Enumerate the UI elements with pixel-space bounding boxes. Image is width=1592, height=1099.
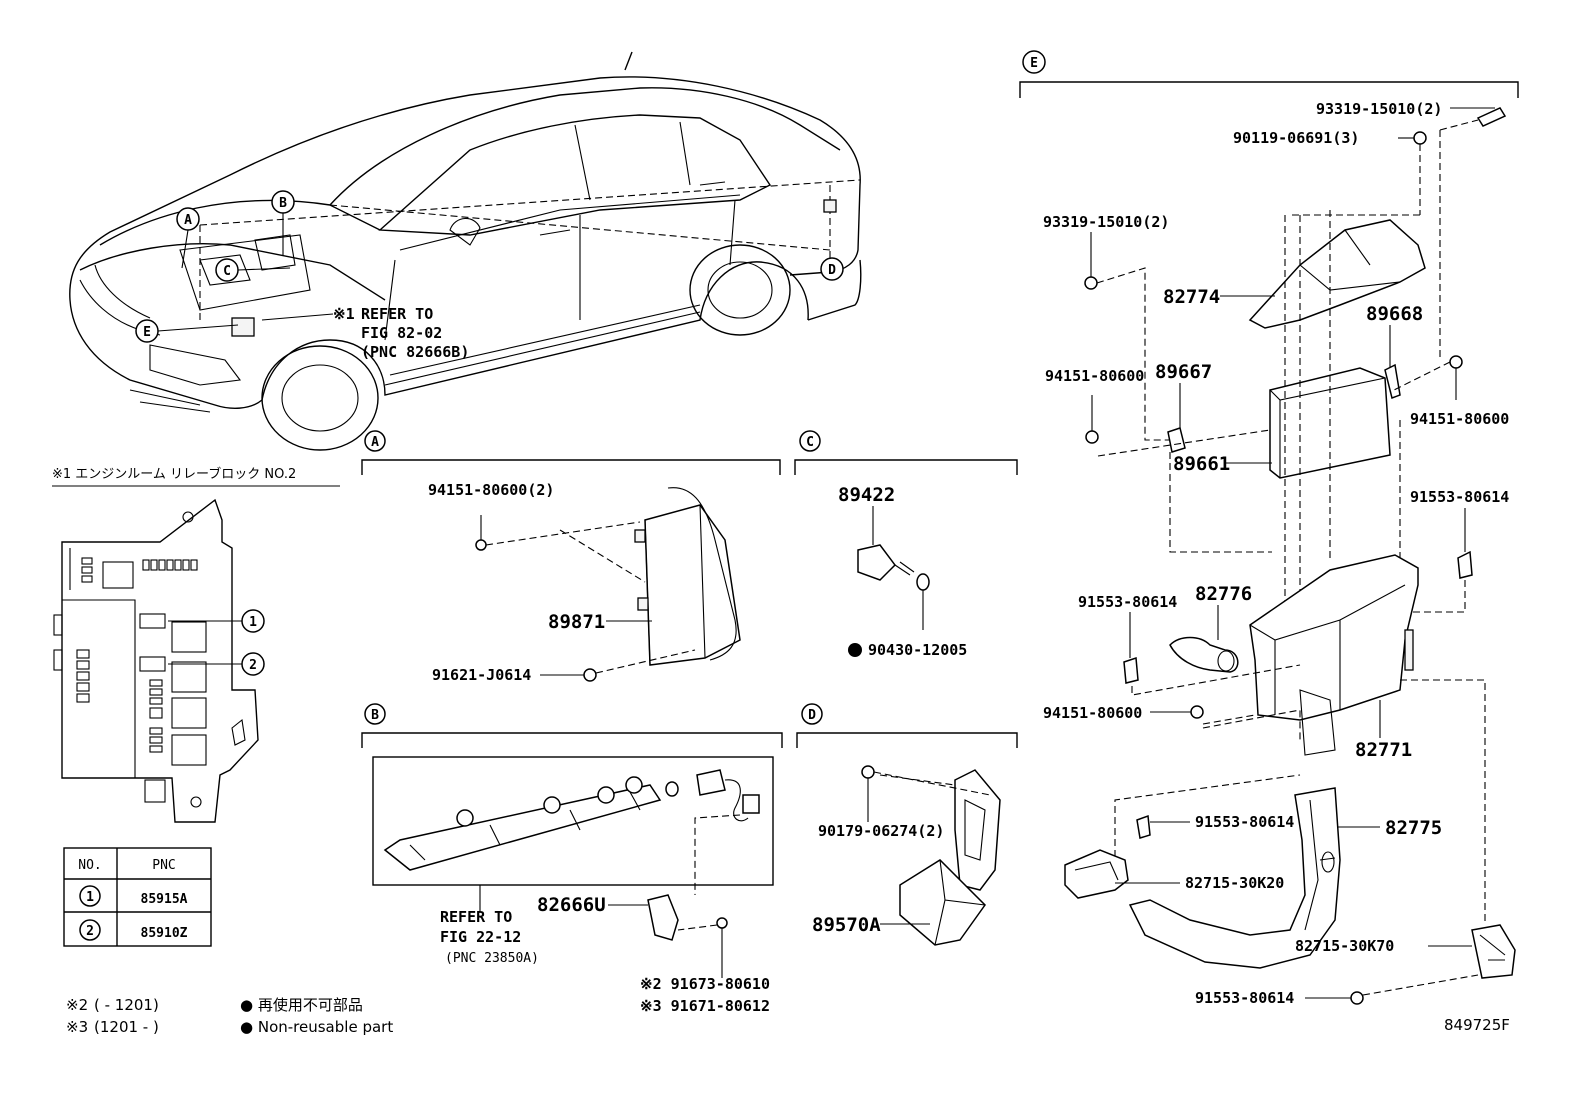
section-a: A 94151-80600(2) 89871 91621-J0614 <box>361 430 781 684</box>
callout-b[interactable]: B <box>271 190 295 255</box>
svg-text:B: B <box>371 708 379 723</box>
part-89871[interactable]: 89871 <box>548 611 605 633</box>
svg-text:REFER TO: REFER TO <box>361 305 433 323</box>
svg-text:D: D <box>808 708 816 723</box>
part-94151-80600-l[interactable]: 94151-80600 <box>1045 367 1144 385</box>
part-91553-80614-b[interactable]: 91553-80614 <box>1195 989 1294 1007</box>
svg-text:1: 1 <box>86 890 94 905</box>
part-89570A[interactable]: 89570A <box>812 914 881 936</box>
section-b: B REFER TO FIG 22-12 (PNC 23850A) 82666U… <box>361 703 783 1015</box>
part-91673-80610[interactable]: ※2 91673-80610 <box>640 975 770 993</box>
svg-text:( - 1201): ( - 1201) <box>94 996 159 1014</box>
pnc-table: NO. PNC 1 85915A 2 85910Z <box>63 847 212 947</box>
callout-d[interactable]: D <box>820 257 844 281</box>
svg-text:2: 2 <box>86 924 94 939</box>
svg-text:A: A <box>184 213 192 228</box>
part-93319-15010-top[interactable]: 93319-15010(2) <box>1316 100 1442 118</box>
part-82774[interactable]: 82774 <box>1163 286 1220 308</box>
svg-text:85915A: 85915A <box>141 892 188 907</box>
relay-callout-1[interactable]: 1 <box>168 609 265 633</box>
part-91671-80612[interactable]: ※3 91671-80612 <box>640 997 770 1015</box>
svg-text:※2: ※2 <box>66 996 88 1014</box>
part-94151-80600-b[interactable]: 94151-80600 <box>1043 704 1142 722</box>
pnc-table-row[interactable]: 1 85915A <box>79 885 188 907</box>
relay-callouts: 1 2 <box>168 609 265 676</box>
part-94151-80600-2a[interactable]: 94151-80600(2) <box>428 481 554 499</box>
svg-text:(1201 - ): (1201 - ) <box>94 1018 159 1036</box>
svg-text:1: 1 <box>249 615 257 630</box>
part-91553-80614-r[interactable]: 91553-80614 <box>1410 488 1509 506</box>
svg-text:C: C <box>223 264 231 279</box>
part-82771[interactable]: 82771 <box>1355 739 1412 761</box>
footnotes: ※2 ( - 1201) ※3 (1201 - ) ● 再使用不可部品 ● No… <box>66 996 393 1036</box>
svg-text:A: A <box>371 435 379 450</box>
callout-a[interactable]: A <box>176 207 200 269</box>
non-reusable-jp: ● 再使用不可部品 <box>240 996 363 1014</box>
part-90179-06274[interactable]: 90179-06274(2) <box>818 822 944 840</box>
section-d: D 90179-06274(2) 89570A <box>796 703 1018 946</box>
part-82715-30K70[interactable]: 82715-30K70 <box>1295 937 1394 955</box>
svg-text:E: E <box>143 325 151 340</box>
pnc-table-row[interactable]: 2 85910Z <box>79 919 188 941</box>
svg-text:85910Z: 85910Z <box>141 926 188 941</box>
part-90430-12005[interactable]: 90430-12005 <box>868 641 967 659</box>
section-c: C 89422 90430-12005 <box>794 430 1018 659</box>
svg-text:2: 2 <box>249 658 257 673</box>
part-91553-80614-m[interactable]: 91553-80614 <box>1195 813 1294 831</box>
part-82775[interactable]: 82775 <box>1385 817 1442 839</box>
svg-text:(PNC 82666B): (PNC 82666B) <box>361 343 469 361</box>
refer-line-1[interactable]: REFER TO <box>440 908 512 926</box>
part-93319-15010-left[interactable]: 93319-15010(2) <box>1043 213 1169 231</box>
svg-text:D: D <box>828 263 836 278</box>
refer-note-1[interactable]: ※1 REFER TO FIG 82-02 (PNC 82666B) <box>261 305 469 361</box>
pnc-table-header-no: NO. <box>78 858 101 873</box>
part-89668[interactable]: 89668 <box>1366 303 1423 325</box>
diagram-code: 849725F <box>1444 1016 1510 1034</box>
section-e: E <box>1019 50 1519 1007</box>
svg-text:※1: ※1 <box>333 305 355 323</box>
part-91621-J0614[interactable]: 91621-J0614 <box>432 666 531 684</box>
section-a-marker: A <box>364 430 386 452</box>
section-b-marker: B <box>364 703 386 725</box>
callout-c[interactable]: C <box>215 258 291 282</box>
section-e-marker: E <box>1022 50 1046 74</box>
relay-block-panel: ※1 エンジンルーム リレーブロック NO.2 <box>52 466 340 823</box>
relay-callout-2[interactable]: 2 <box>168 652 265 676</box>
car-illustration <box>69 51 862 451</box>
refer-line-2[interactable]: FIG 22-12 <box>440 928 521 946</box>
part-82776[interactable]: 82776 <box>1195 583 1252 605</box>
part-94151-80600-r[interactable]: 94151-80600 <box>1410 410 1509 428</box>
svg-text:B: B <box>279 196 287 211</box>
svg-text:FIG 82-02: FIG 82-02 <box>361 324 442 342</box>
fuse-row <box>142 559 198 571</box>
refer-line-3[interactable]: (PNC 23850A) <box>445 951 539 966</box>
part-82715-30K20[interactable]: 82715-30K20 <box>1185 874 1284 892</box>
svg-text:C: C <box>806 435 814 450</box>
relay-block-title: ※1 エンジンルーム リレーブロック NO.2 <box>52 466 296 482</box>
part-89667[interactable]: 89667 <box>1155 361 1212 383</box>
pnc-table-header-pnc: PNC <box>152 858 175 873</box>
car-callouts: A B C D E <box>135 190 844 343</box>
part-91553-80614-l[interactable]: 91553-80614 <box>1078 593 1177 611</box>
part-90119-06691[interactable]: 90119-06691(3) <box>1233 129 1359 147</box>
part-89422[interactable]: 89422 <box>838 484 895 506</box>
section-c-marker: C <box>799 430 821 452</box>
part-82666U[interactable]: 82666U <box>537 894 606 916</box>
non-reusable-en: ● Non-reusable part <box>240 1018 393 1036</box>
section-d-marker: D <box>801 703 823 725</box>
svg-text:E: E <box>1030 56 1038 71</box>
svg-text:※3: ※3 <box>66 1018 88 1036</box>
callout-e[interactable]: E <box>135 319 239 343</box>
part-89661[interactable]: 89661 <box>1173 453 1230 475</box>
